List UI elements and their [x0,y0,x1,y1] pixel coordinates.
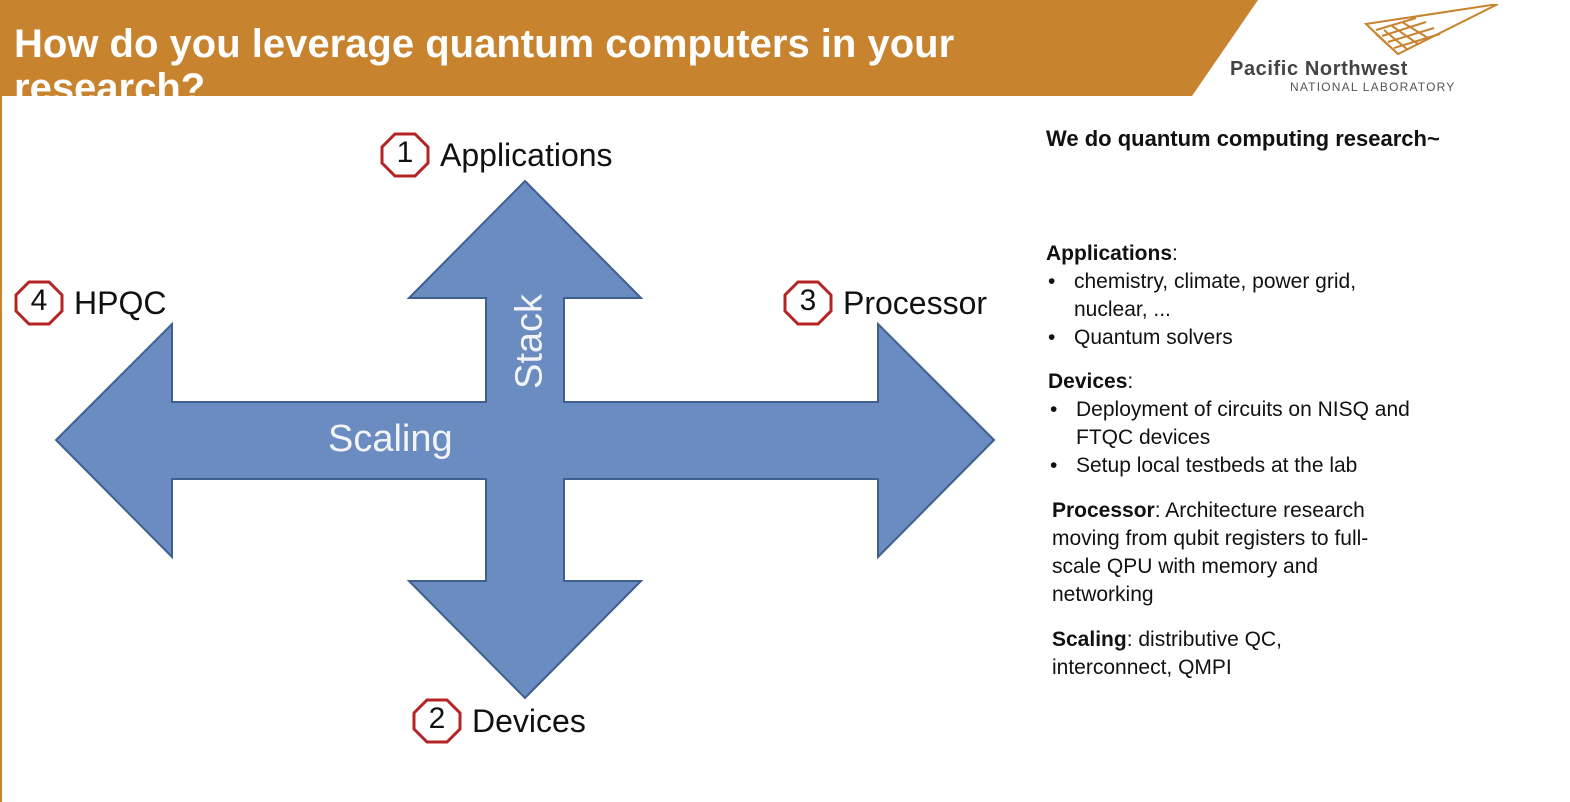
stop-devices: 2 Devices [412,698,586,744]
four-way-arrow-shape [54,179,996,700]
stop-badge: 1 [380,132,430,178]
notes-heading: We do quantum computing research~ [1046,126,1440,151]
list-item: chemistry, climate, power grid, nuclear,… [1046,268,1416,324]
stop-badge: 4 [14,280,64,326]
logo-name: Pacific Northwest [1230,58,1409,80]
stop-label-text: Processor [843,284,988,321]
notes-section-processor: Processor: Architecture research moving … [1052,499,1369,606]
bullet-list: Deployment of circuits on NISQ and FTQC … [1048,396,1468,480]
section-title: Processor [1052,499,1155,522]
octagon-badge-icon [412,698,462,744]
octagon-badge-icon [783,280,833,326]
title-banner: How do you leverage quantum computers in… [0,0,1570,96]
pnnl-logo: Pacific Northwest NATIONAL LABORATORY [1226,4,1516,96]
title-banner-shape [0,0,1258,96]
stop-number: 2 [428,702,446,735]
section-text: Architecture research moving from qubit … [1052,499,1369,606]
stop-badge: 2 [412,698,462,744]
notes-section-devices: Devices: Deployment of circuits on NISQ … [1048,368,1468,480]
stop-number: 3 [799,284,817,317]
slide-left-border [0,0,2,802]
stop-badge: 3 [783,280,833,326]
section-text: distributive QC, interconnect, QMPI [1052,628,1282,679]
axis-label-stack: Stack [508,293,551,390]
stop-label-text: HPQC [74,284,167,321]
stack-scaling-diagram: Scaling Stack 1 Applications 2 Devices 3… [0,96,1020,802]
section-title: Scaling [1052,628,1127,651]
stop-label-text: Applications [440,136,613,173]
stop-number: 4 [30,284,48,317]
list-item: Setup local testbeds at the lab [1048,452,1468,480]
bullet-list: chemistry, climate, power grid, nuclear,… [1046,268,1416,352]
stop-label-text: Devices [472,702,586,739]
list-item: Quantum solvers [1046,324,1416,352]
axis-label-scaling: Scaling [328,418,453,460]
stop-hpqc: 4 HPQC [14,280,166,326]
four-way-arrow [54,179,996,700]
stop-applications: 1 Applications [380,132,613,178]
stop-number: 1 [396,136,414,169]
octagon-badge-icon [14,280,64,326]
section-title: Applications [1046,242,1173,265]
pnnl-logo-icon [1363,4,1499,56]
logo-subtitle: NATIONAL LABORATORY [1290,80,1456,94]
octagon-badge-icon [380,132,430,178]
slide-title: How do you leverage quantum computers in… [14,22,955,96]
notes-section-scaling: Scaling: distributive QC, interconnect, … [1052,628,1282,679]
section-title: Devices [1048,370,1128,393]
notes-section-applications: Applications: chemistry, climate, power … [1046,240,1416,352]
list-item: Deployment of circuits on NISQ and FTQC … [1048,396,1468,452]
stop-processor: 3 Processor [783,280,987,326]
